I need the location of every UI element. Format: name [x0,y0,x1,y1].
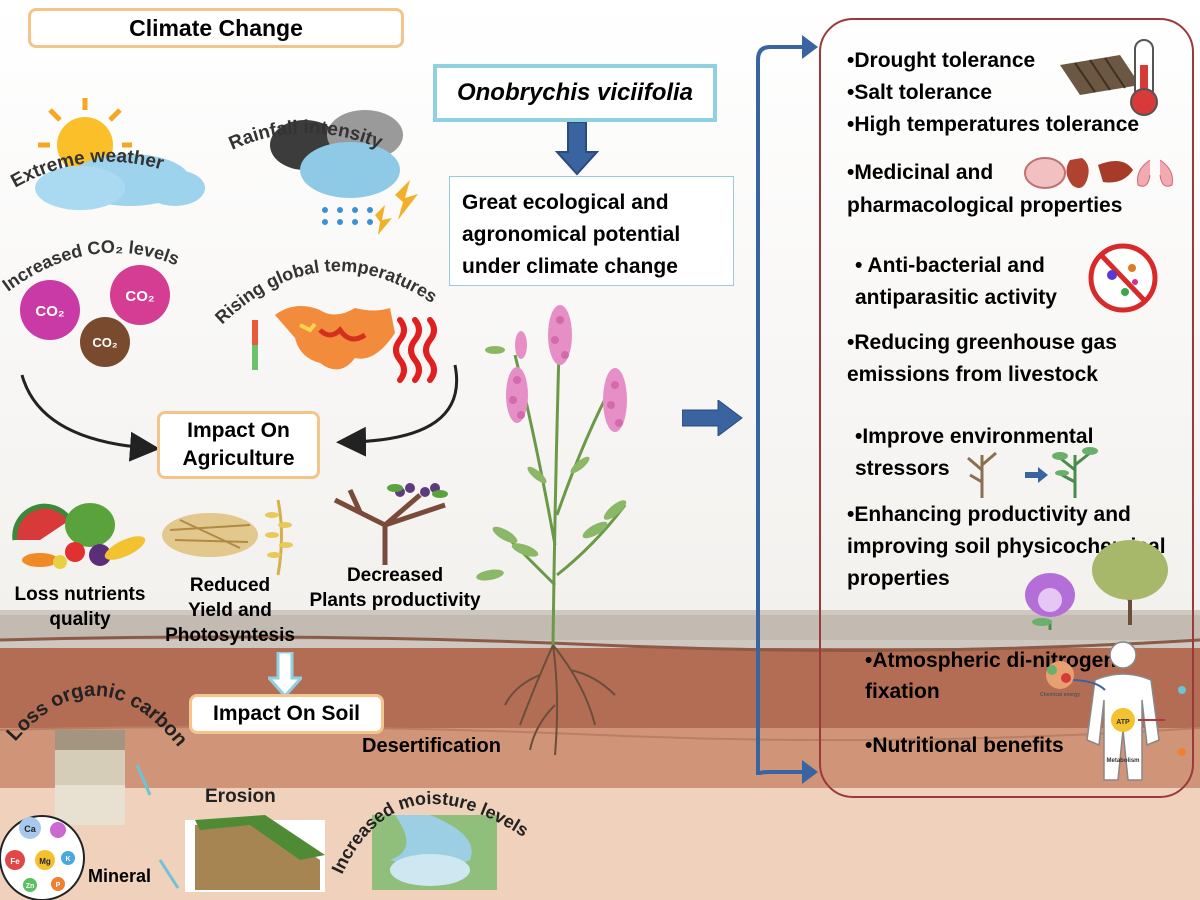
dry-grain-icon [162,499,293,576]
benefit-icons: ATP Metabolism Chemical energy [967,39,1186,781]
potential-line2: agronomical potential [462,223,681,246]
drought-tolerance-label: •Drought tolerance [847,49,1036,72]
medicinal-label-line1: •Medicinal and [847,161,994,184]
potential-line1: Great ecological and [462,191,669,214]
atp-label: ATP [1116,719,1130,726]
climate-change-title-box: Climate Change [28,8,404,48]
climate-drivers-illustration: CO₂ CO₂ CO₂ Extreme weather Rainfall int… [0,98,441,383]
potential-line3: under climate change [462,255,678,278]
mineral-symbol: Ca [24,824,36,834]
mineral-symbol: K [65,856,70,863]
reduced-yield-label: Reduced Yield and Photosyntesis [150,573,310,648]
co2-label: CO₂ [35,303,64,320]
sainfoin-flower-icon [1025,573,1075,630]
climate-change-title: Climate Change [129,15,303,41]
soil-effects-illustration: Loss organic carbon Increased moisture l… [0,679,532,900]
arrow-down-to-soil [268,652,302,698]
thermometer-icon [1130,39,1158,116]
mineral-label: Mineral [88,866,151,886]
metabolism-label: Metabolism [1106,758,1139,764]
soil-profile-icon [55,730,125,825]
decreased-productivity-line2: Plants productivity [309,590,481,611]
productivity-label-line3: properties [847,567,950,590]
species-box: Onobrychis viciifolia [433,64,717,122]
high-temperature-tolerance-label: •High temperatures tolerance [847,113,1140,136]
erosion-block-icon [185,815,325,892]
drivers-to-impact-arrows [20,364,458,462]
loss-nutrients-label: Loss nutrients quality [0,582,160,632]
loss-nutrients-line2: quality [49,609,111,630]
fruits-vegetables-icon [12,503,146,569]
bracket-arrows [756,35,818,784]
greenhouse-label-line1: •Reducing greenhouse gas [847,331,1117,354]
productivity-label-line1: •Enhancing productivity and [847,503,1131,526]
reduced-yield-line3: Photosyntesis [165,625,295,646]
vine-plant-icon [333,483,448,565]
chemical-energy-label: Chemical energy [1040,692,1080,698]
plant-recovery-icon [967,447,1098,498]
no-bacteria-icon [1088,243,1158,313]
decreased-productivity-line1: Decreased [346,565,444,586]
greenhouse-label-line2: emissions from livestock [847,363,1098,386]
environmental-stressors-line1: •Improve environmental [855,425,1094,448]
tree-icon [1092,540,1168,625]
antibacterial-label-line2: antiparasitic activity [855,286,1057,309]
sun-cloud-icon [35,98,205,210]
benefits-panel [819,18,1194,798]
antibacterial-label-line1: • Anti-bacterial and [855,254,1045,277]
loss-nutrients-line1: Loss nutrients [14,584,146,605]
mineral-circle-icon: Ca Fe Mg K Zn P [0,815,85,900]
nutritional-benefits-label: •Nutritional benefits [865,734,1064,757]
human-metabolism-icon: ATP Metabolism Chemical energy [1040,641,1186,781]
organs-icon [1024,157,1173,189]
decreased-productivity-label: Decreased Plants productivity [300,563,490,613]
right-arrow [682,400,743,436]
mineral-symbol: Mg [39,857,51,866]
reduced-yield-line1: Reduced [189,575,271,596]
environmental-stressors-line2: stressors [855,457,950,480]
moisture-landscape-icon [372,815,497,890]
co2-label: CO₂ [125,288,154,305]
productivity-label-line2: improving soil physicochemical [847,535,1166,558]
erosion-label: Erosion [205,786,276,807]
salt-tolerance-label: •Salt tolerance [847,81,993,104]
cracked-soil-icon [1060,55,1140,95]
co2-bubbles-icon: CO₂ CO₂ CO₂ [20,265,170,367]
species-down-arrow [555,122,599,176]
world-temperature-map-icon [252,306,437,383]
nitrogen-fixation-line2: fixation [865,680,940,703]
potential-box: Great ecological and agronomical potenti… [449,176,734,286]
co2-label: CO₂ [92,335,118,350]
mineral-symbol: Fe [10,857,20,866]
agriculture-effects-illustration [12,483,448,576]
reduced-yield-line2: Yield and [188,600,272,621]
mineral-symbol: P [56,882,61,889]
impact-soil-box: Impact On Soil [189,694,384,734]
impact-soil-label: Impact On Soil [212,702,361,725]
impact-agriculture-line2: Agriculture [182,447,295,470]
desertification-label: Desertification [362,735,501,757]
impact-agriculture-box: Impact On Agriculture [157,411,320,479]
sainfoin-plant-illustration [476,305,627,756]
species-name: Onobrychis viciifolia [456,79,694,106]
mineral-symbol: Zn [26,883,35,890]
impact-agriculture-line1: Impact On [187,419,290,442]
medicinal-label-line2: pharmacological properties [847,194,1123,217]
rain-cloud-icon [270,110,418,235]
